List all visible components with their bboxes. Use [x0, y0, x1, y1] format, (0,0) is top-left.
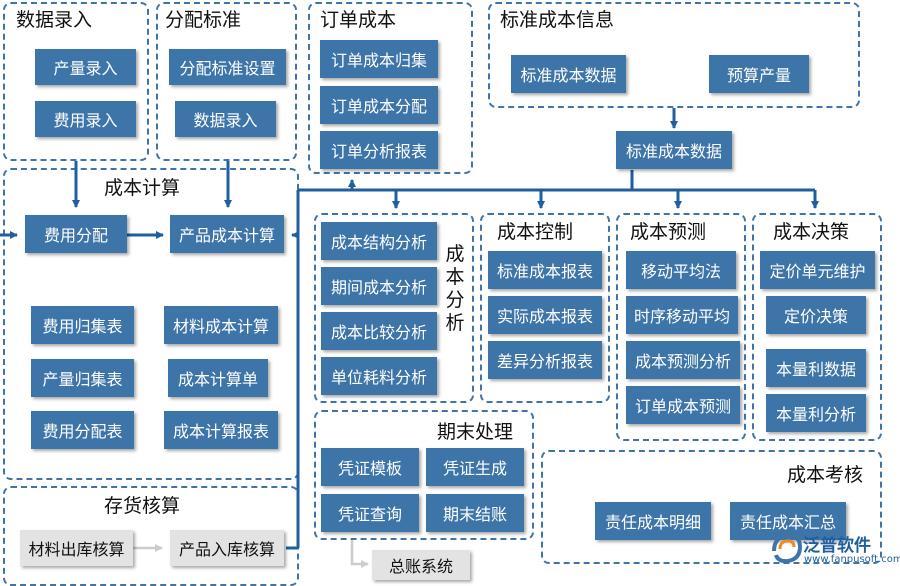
period-cost-analysis-button[interactable]: 期间成本分析 [321, 267, 437, 305]
unit-material-analysis-button[interactable]: 单位耗料分析 [321, 357, 437, 395]
output-collection-table-button[interactable]: 产量归集表 [31, 359, 134, 397]
order-cost-collect-button[interactable]: 订单成本归集 [320, 40, 438, 78]
cost-calc-title: 成本计算 [104, 177, 181, 199]
order-cost-title: 订单成本 [320, 9, 397, 31]
allocation-title: 分配标准 [165, 9, 242, 31]
order-cost-forecast-button[interactable]: 订单成本预测 [626, 386, 740, 424]
period-end-title: 期末处理 [437, 421, 514, 443]
voucher-query-button[interactable]: 凭证查询 [321, 494, 419, 532]
order-cost-allocate-button[interactable]: 订单成本分配 [320, 86, 438, 124]
moving-average-button[interactable]: 移动平均法 [626, 251, 736, 289]
allocation-group [156, 2, 297, 161]
actual-cost-report-button[interactable]: 实际成本报表 [488, 296, 602, 334]
period-close-button[interactable]: 期末结账 [426, 494, 524, 532]
data-entry-title: 数据录入 [16, 9, 93, 31]
voucher-generate-button[interactable]: 凭证生成 [426, 448, 524, 486]
cost-analysis-group [314, 213, 474, 403]
cost-comparison-analysis-button[interactable]: 成本比较分析 [321, 312, 437, 350]
cost-analysis-title: 成本分析 [445, 243, 465, 334]
product-inbound-calc-button[interactable]: 产品入库核算 [170, 530, 284, 566]
variance-analysis-report-button[interactable]: 差异分析报表 [488, 341, 602, 379]
budget-output-button[interactable]: 预算产量 [709, 55, 809, 93]
allocation-data-entry-button[interactable]: 数据录入 [175, 101, 276, 137]
expense-allocation-table-button[interactable]: 费用分配表 [31, 411, 134, 449]
cost-control-title: 成本控制 [497, 221, 574, 243]
standard-cost-report-button[interactable]: 标准成本报表 [488, 251, 602, 289]
responsibility-cost-detail-button[interactable]: 责任成本明细 [595, 502, 711, 540]
logo-name: 泛普软件 [803, 536, 871, 556]
fanpu-logo: 泛普软件 www.fanpusoft.com [770, 527, 900, 575]
cost-decision-title: 成本决策 [773, 221, 850, 243]
logo-url: www.fanpusoft.com [804, 554, 900, 565]
voucher-template-button[interactable]: 凭证模板 [321, 448, 419, 486]
standard-cost-group [488, 2, 860, 108]
pricing-decision-button[interactable]: 定价决策 [766, 296, 866, 334]
cost-calc-sheet-button[interactable]: 成本计算单 [168, 359, 268, 397]
order-analysis-report-button[interactable]: 订单分析报表 [320, 131, 438, 169]
allocation-setup-button[interactable]: 分配标准设置 [169, 49, 286, 85]
cost-review-group [541, 450, 882, 564]
cvp-data-button[interactable]: 本量利数据 [766, 349, 866, 387]
pricing-unit-maintenance-button[interactable]: 定价单元维护 [760, 251, 875, 289]
cost-review-title: 成本考核 [787, 464, 864, 486]
output-entry-button[interactable]: 产量录入 [35, 49, 136, 85]
product-cost-calc-button[interactable]: 产品成本计算 [170, 215, 284, 253]
expense-collection-table-button[interactable]: 费用归集表 [31, 306, 134, 344]
time-series-moving-average-button[interactable]: 时序移动平均 [626, 296, 738, 334]
standard-cost-node[interactable]: 标准成本数据 [616, 131, 732, 169]
cost-structure-analysis-button[interactable]: 成本结构分析 [321, 222, 437, 260]
inventory-title: 存货核算 [104, 495, 181, 517]
order-cost-group [308, 2, 473, 174]
cost-forecast-group [616, 213, 746, 441]
standard-cost-data-button[interactable]: 标准成本数据 [511, 55, 626, 93]
cvp-analysis-button[interactable]: 本量利分析 [766, 394, 866, 432]
material-outbound-calc-button[interactable]: 材料出库核算 [20, 530, 133, 566]
period-end-group [314, 410, 534, 540]
cost-calc-report-button[interactable]: 成本计算报表 [164, 411, 278, 449]
expense-allocation-button[interactable]: 费用分配 [25, 215, 127, 253]
fanpu-logo-icon [772, 532, 803, 564]
cost-forecast-analysis-button[interactable]: 成本预测分析 [626, 341, 740, 379]
expense-entry-button[interactable]: 费用录入 [35, 101, 136, 137]
standard-cost-title: 标准成本信息 [500, 9, 615, 31]
material-cost-calc-button[interactable]: 材料成本计算 [164, 306, 278, 344]
cost-decision-group [752, 213, 882, 441]
cost-control-group [480, 213, 610, 403]
cost-forecast-title: 成本预测 [630, 221, 707, 243]
data-entry-group [3, 2, 149, 161]
general-ledger-button[interactable]: 总账系统 [372, 550, 470, 580]
